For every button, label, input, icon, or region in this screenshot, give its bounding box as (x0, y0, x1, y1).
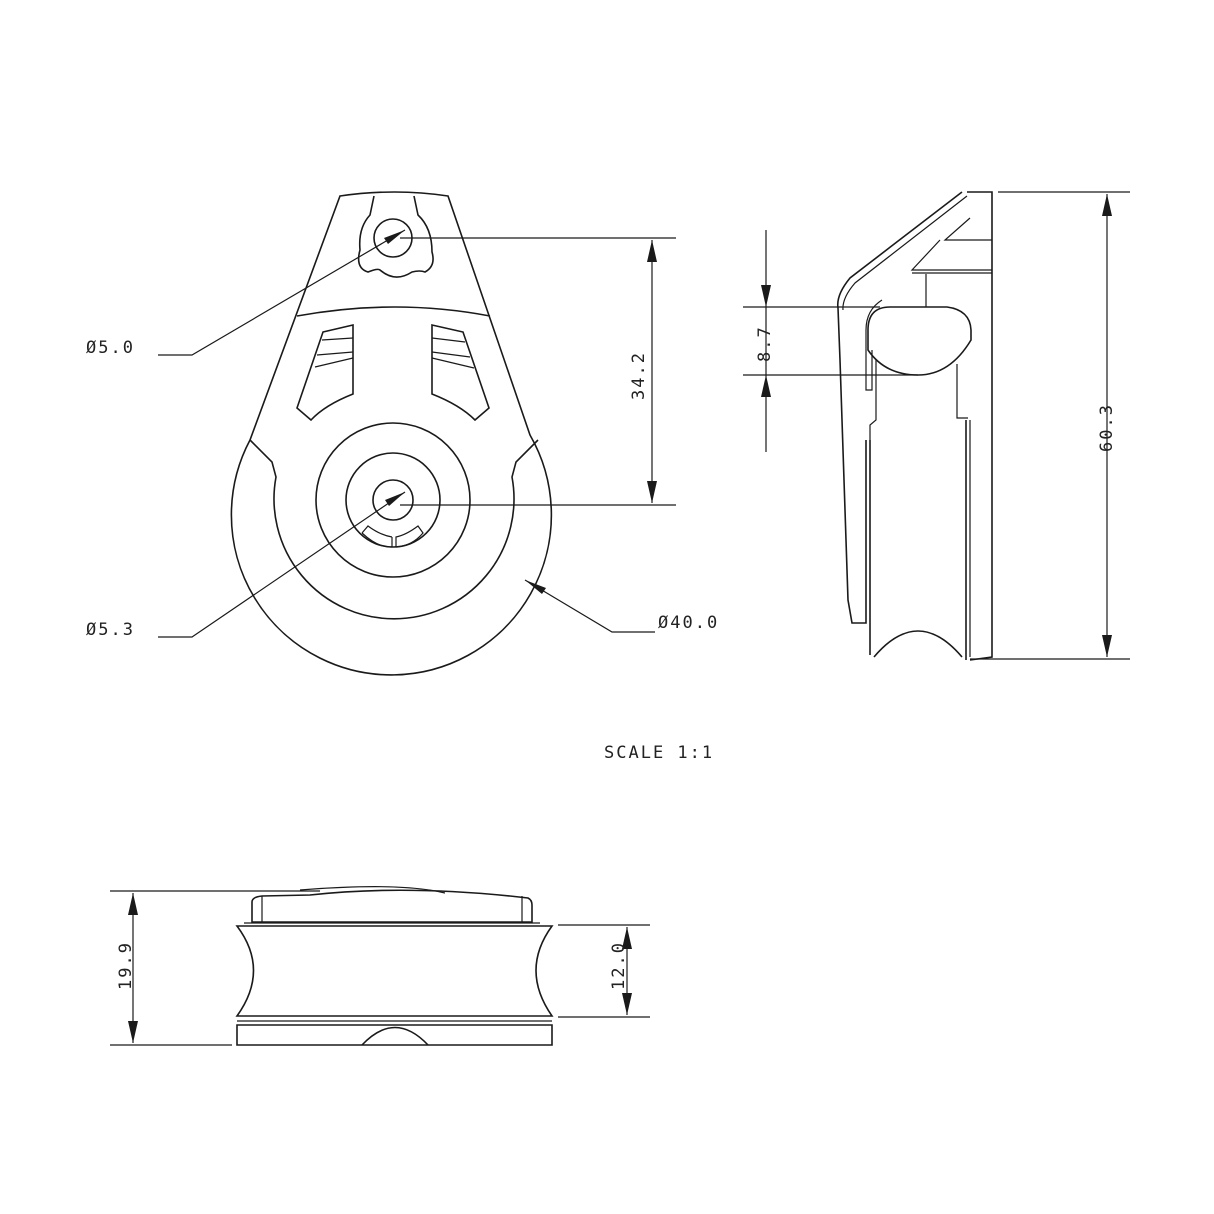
bottom-view: 19.9 12.0 (110, 886, 650, 1046)
right-window-ribs (431, 337, 475, 369)
side-step-detail (869, 360, 877, 440)
dim-overall-thickness: 19.9 (116, 941, 136, 990)
leader-axle-hole (158, 491, 406, 638)
arrow-icon (622, 927, 632, 949)
side-right-step (956, 364, 968, 419)
left-window (296, 323, 354, 422)
dim-top-section: 8.7 (755, 325, 775, 362)
hub-clip (361, 525, 424, 548)
cheek-outline (230, 191, 553, 676)
arrow-icon (647, 240, 657, 262)
right-window (431, 323, 490, 422)
top-cap-detail (261, 886, 523, 922)
sheave-body (235, 925, 554, 1017)
axle-hole (372, 479, 414, 521)
front-view: Ø5.0 Ø5.3 Ø40.0 34.2 (86, 191, 719, 676)
dim-sheave-width: 12.0 (609, 941, 629, 990)
arrow-icon (1102, 194, 1112, 216)
arrow-icon (761, 285, 771, 307)
head-slot (357, 195, 434, 278)
hub-inner (345, 452, 441, 548)
top-cap (251, 889, 533, 923)
dim-top-hole-diameter: Ø5.0 (86, 338, 135, 358)
hub-outer (315, 422, 471, 578)
leader-top-hole (158, 229, 406, 356)
side-steps (910, 217, 992, 274)
side-cheek-inner (842, 195, 968, 311)
arrow-icon (1102, 635, 1112, 657)
side-view: 60.3 8.7 (743, 191, 1130, 661)
side-cheek-outer (836, 191, 963, 624)
sheave-rim (249, 439, 539, 620)
dim-hole-distance: 34.2 (629, 351, 649, 400)
side-head-pin (867, 306, 972, 376)
dim-axle-hole-diameter: Ø5.3 (86, 620, 135, 640)
leader-sheave (524, 579, 655, 633)
top-band (296, 306, 491, 317)
arrow-icon (128, 893, 138, 915)
base-arc (361, 1026, 429, 1046)
arrow-icon (385, 492, 405, 506)
side-groove (873, 630, 963, 658)
scale-label: SCALE 1:1 (604, 743, 714, 763)
arrow-icon (761, 375, 771, 397)
left-window-ribs (314, 337, 354, 368)
arrow-icon (647, 481, 657, 503)
side-head-clip (865, 299, 883, 391)
dim-sheave-diameter: Ø40.0 (658, 613, 719, 633)
arrow-icon (622, 993, 632, 1015)
arrow-icon (525, 580, 546, 594)
base-plate (236, 1024, 553, 1046)
dim-overall-height: 60.3 (1097, 403, 1117, 452)
arrow-icon (384, 230, 405, 244)
arrow-icon (128, 1021, 138, 1043)
side-back-plate (967, 191, 993, 661)
